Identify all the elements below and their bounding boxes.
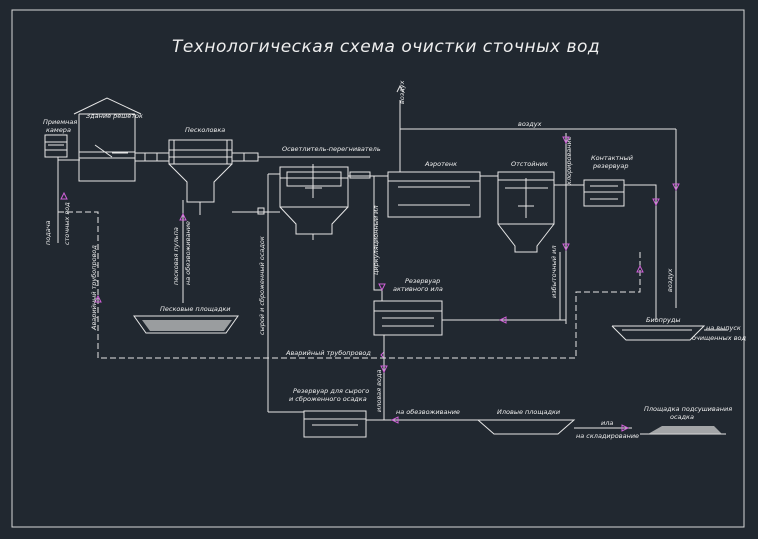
emergency-pipeline-label-bottom: Аварийный трубопровод [285, 349, 371, 357]
sand-beds [133, 315, 239, 334]
sludge-reservoir-label-2: активного ила [393, 285, 443, 293]
raw-sludge-reservoir-label-1: Резервуар для сырого [293, 387, 369, 395]
sand-trap-label: Песколовка [185, 126, 225, 134]
raw-sludge-label: сырой и сброженный осадок [258, 236, 266, 335]
sludge-water-label: иловая вода [375, 370, 383, 412]
raw-sludge-reservoir-label-2: и сброженного осадка [289, 395, 367, 403]
storage-label: на складирование [576, 432, 639, 440]
drying-pad-label-1: Площадка подсушивания [644, 405, 732, 413]
chlorination-label: хлорирование [565, 136, 573, 186]
outlet-label-1: на выпуск [706, 324, 741, 332]
activated-sludge-reservoir: Резервуар активного ила [373, 277, 443, 336]
emergency-pipeline [58, 211, 641, 359]
secondary-settler: Отстойник [497, 160, 555, 253]
sand-pulp-label-1: песковая пульпа [172, 227, 180, 285]
screen-building-label: Здание решеток [86, 112, 143, 120]
sand-beds-label: Песковые площадки [160, 305, 231, 313]
pipe-to-sand-trap [134, 152, 170, 162]
screen-building: Здание решеток [73, 97, 143, 182]
sludge-beds-label: Иловые площадки [497, 408, 560, 416]
contact-tank-label-1: Контактный [591, 154, 633, 162]
drying-pad: Площадка подсушивания осадка [640, 405, 732, 435]
excess-sludge-label: избыточный ил [550, 246, 558, 298]
bio-ponds-label: Биопруды [646, 316, 681, 324]
air-right-label: воздух [666, 268, 674, 292]
pipe-to-clarifier [231, 152, 259, 162]
flow-marker [60, 191, 68, 200]
emergency-pipeline-label-left: Аварийный трубопровод [90, 245, 98, 331]
air-line-label: воздух [518, 120, 542, 128]
bio-ponds: Биопруды [611, 316, 706, 341]
diagram-title: Технологическая схема очистки сточных во… [172, 37, 600, 57]
drawing-frame [11, 9, 745, 528]
receiving-chamber-label-1: Приемная [43, 118, 77, 126]
drying-pad-label-2: осадка [670, 413, 694, 421]
air-label-top: воздух [398, 80, 406, 104]
settler-label: Отстойник [511, 160, 548, 168]
clarifier-digester: Осветлитель-перегниватель [258, 145, 381, 240]
receiving-chamber-label-2: камера [46, 126, 71, 134]
outflow-pipe [624, 184, 657, 320]
receiving-chamber: Приемная камера [43, 118, 77, 158]
sludge-label: ила [601, 419, 613, 427]
circulating-sludge-pipe [373, 176, 383, 301]
sludge-beds: Иловые площадки [477, 408, 576, 435]
inflow-label-2: сточных вод [63, 202, 71, 245]
sand-pulp-label-2: на обезвоживание [184, 221, 192, 285]
aeration-tank: Аэротенк [387, 160, 481, 218]
sand-trap: Песколовка [168, 126, 233, 215]
raw-sludge-reservoir: Резервуар для сырого и сброженного осадк… [289, 387, 369, 438]
inflow-label-1: подача [44, 220, 52, 245]
dewatering-label: на обезвоживание [396, 408, 460, 416]
contact-tank: Контактный резервуар [583, 154, 633, 207]
outlet-label-2: очищенных вод [692, 334, 747, 342]
circulating-sludge-label: циркуляционный ил [372, 205, 380, 275]
sludge-reservoir-label-1: Резервуар [405, 277, 440, 285]
clarifier-label: Осветлитель-перегниватель [282, 145, 381, 153]
contact-tank-label-2: резервуар [592, 162, 629, 170]
aeration-tank-label: Аэротенк [424, 160, 457, 168]
